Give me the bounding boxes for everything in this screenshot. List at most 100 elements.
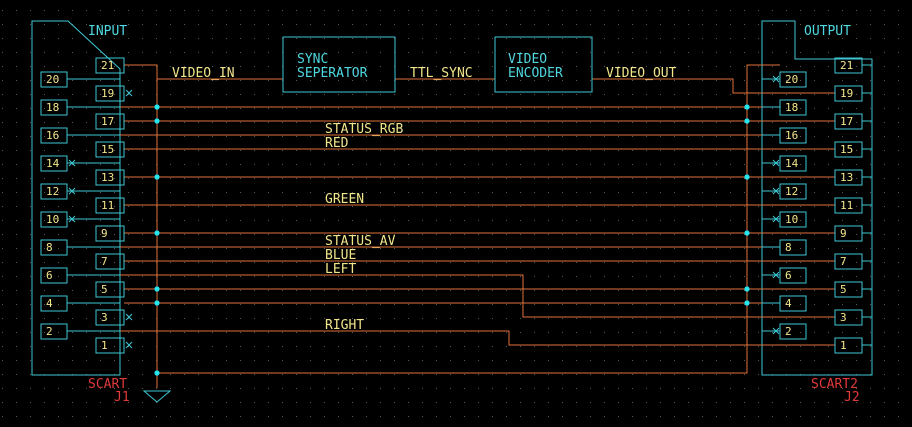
encoder-block-line1: VIDEO <box>508 52 547 67</box>
pin-in-8[interactable]: 8 <box>40 239 68 256</box>
pin-out-5[interactable]: 5 <box>834 281 863 298</box>
pin-in-20[interactable]: 20 <box>40 71 68 88</box>
pin-out-6[interactable]: 6 <box>779 267 807 284</box>
encoder-block-line2: ENCODER <box>508 66 563 81</box>
pin-number: 16 <box>785 129 798 142</box>
pin-out-9[interactable]: 9 <box>834 225 863 242</box>
no-connect-x <box>772 187 780 195</box>
wire-segment <box>124 64 158 373</box>
net-label-status-rgb: STATUS_RGB <box>325 122 403 137</box>
pin-number: 14 <box>785 157 799 170</box>
input-connector-body[interactable] <box>31 20 121 376</box>
pin-out-3[interactable]: 3 <box>834 309 863 326</box>
input-connector-type: SCART <box>88 377 127 392</box>
pin-out-1[interactable]: 1 <box>834 337 863 354</box>
pin-number: 1 <box>840 339 847 352</box>
pin-in-19[interactable]: 19 <box>95 85 125 102</box>
net-label-blue: BLUE <box>325 248 356 263</box>
pin-out-14[interactable]: 14 <box>779 155 807 172</box>
pin-number: 12 <box>785 185 798 198</box>
pin-number: 3 <box>840 311 847 324</box>
pin-out-7[interactable]: 7 <box>834 253 863 270</box>
junction-dot <box>744 174 750 180</box>
no-connect-x <box>68 215 76 223</box>
pin-in-10[interactable]: 10 <box>40 211 68 228</box>
pin-in-3[interactable]: 3 <box>95 309 125 326</box>
wire-segment <box>67 330 835 346</box>
sync-block-line2: SEPERATOR <box>297 66 368 81</box>
no-connect-x <box>68 187 76 195</box>
wire-segment <box>157 64 780 374</box>
pin-in-5[interactable]: 5 <box>95 281 125 298</box>
net-label-status-av: STATUS_AV <box>325 234 396 249</box>
pin-in-18[interactable]: 18 <box>40 99 68 116</box>
no-connect-marks <box>68 75 780 349</box>
pin-out-15[interactable]: 15 <box>834 141 863 158</box>
no-connect-x <box>125 313 133 321</box>
pin-number: 14 <box>46 157 60 170</box>
pin-out-18[interactable]: 18 <box>779 99 807 116</box>
pin-in-4[interactable]: 4 <box>40 295 68 312</box>
output-connector-body[interactable] <box>761 20 873 376</box>
pin-number: 10 <box>46 213 59 226</box>
pin-in-17[interactable]: 17 <box>95 113 125 130</box>
pin-number: 19 <box>101 87 114 100</box>
junction-dot <box>744 104 750 110</box>
pin-out-17[interactable]: 17 <box>834 113 863 130</box>
pin-out-20[interactable]: 20 <box>779 71 807 88</box>
junction-dots <box>154 104 750 376</box>
junction-dot <box>154 118 160 124</box>
pin-out-21[interactable]: 21 <box>834 57 863 74</box>
output-connector-type: SCART2 <box>811 377 858 392</box>
pin-in-21[interactable]: 21 <box>95 57 125 74</box>
junction-dot <box>744 230 750 236</box>
pin-in-11[interactable]: 11 <box>95 197 125 214</box>
pin-in-14[interactable]: 14 <box>40 155 68 172</box>
wire-segment <box>67 274 835 318</box>
pin-number: 21 <box>840 59 853 72</box>
pin-number: 7 <box>101 255 108 268</box>
pin-number: 11 <box>840 199 853 212</box>
pin-out-16[interactable]: 16 <box>779 127 807 144</box>
pin-out-19[interactable]: 19 <box>834 85 863 102</box>
pin-out-8[interactable]: 8 <box>779 239 807 256</box>
pin-in-13[interactable]: 13 <box>95 169 125 186</box>
net-label-green: GREEN <box>325 192 364 207</box>
pin-out-13[interactable]: 13 <box>834 169 863 186</box>
pin-in-16[interactable]: 16 <box>40 127 68 144</box>
pin-number: 13 <box>101 171 114 184</box>
pin-number: 4 <box>785 297 792 310</box>
pin-number: 16 <box>46 129 59 142</box>
pin-in-6[interactable]: 6 <box>40 267 68 284</box>
no-connect-x <box>772 271 780 279</box>
pin-in-15[interactable]: 15 <box>95 141 125 158</box>
video-encoder-block[interactable] <box>494 36 593 93</box>
pin-in-12[interactable]: 12 <box>40 183 68 200</box>
ground-symbol[interactable] <box>142 390 172 403</box>
pin-in-1[interactable]: 1 <box>95 337 125 354</box>
junction-dot <box>154 286 160 292</box>
pin-out-2[interactable]: 2 <box>779 323 807 340</box>
pin-number: 8 <box>785 241 792 254</box>
junction-dot <box>154 230 160 236</box>
pin-in-9[interactable]: 9 <box>95 225 125 242</box>
pin-number: 6 <box>46 269 53 282</box>
pin-out-11[interactable]: 11 <box>834 197 863 214</box>
net-label-video-in: VIDEO_IN <box>172 66 235 81</box>
pin-number: 13 <box>840 171 853 184</box>
pin-out-10[interactable]: 10 <box>779 211 807 228</box>
pin-number: 7 <box>840 255 847 268</box>
output-connector-designator: J2 <box>844 390 860 405</box>
pin-number: 5 <box>840 283 847 296</box>
junction-dot <box>154 104 160 110</box>
no-connect-x <box>772 159 780 167</box>
sync-separator-block[interactable] <box>282 36 396 93</box>
pin-out-4[interactable]: 4 <box>779 295 807 312</box>
pin-in-7[interactable]: 7 <box>95 253 125 270</box>
pin-number: 15 <box>840 143 853 156</box>
pin-number: 4 <box>46 297 53 310</box>
pin-in-2[interactable]: 2 <box>40 323 68 340</box>
no-connect-x <box>125 89 133 97</box>
pin-out-12[interactable]: 12 <box>779 183 807 200</box>
pin-number: 20 <box>46 73 59 86</box>
